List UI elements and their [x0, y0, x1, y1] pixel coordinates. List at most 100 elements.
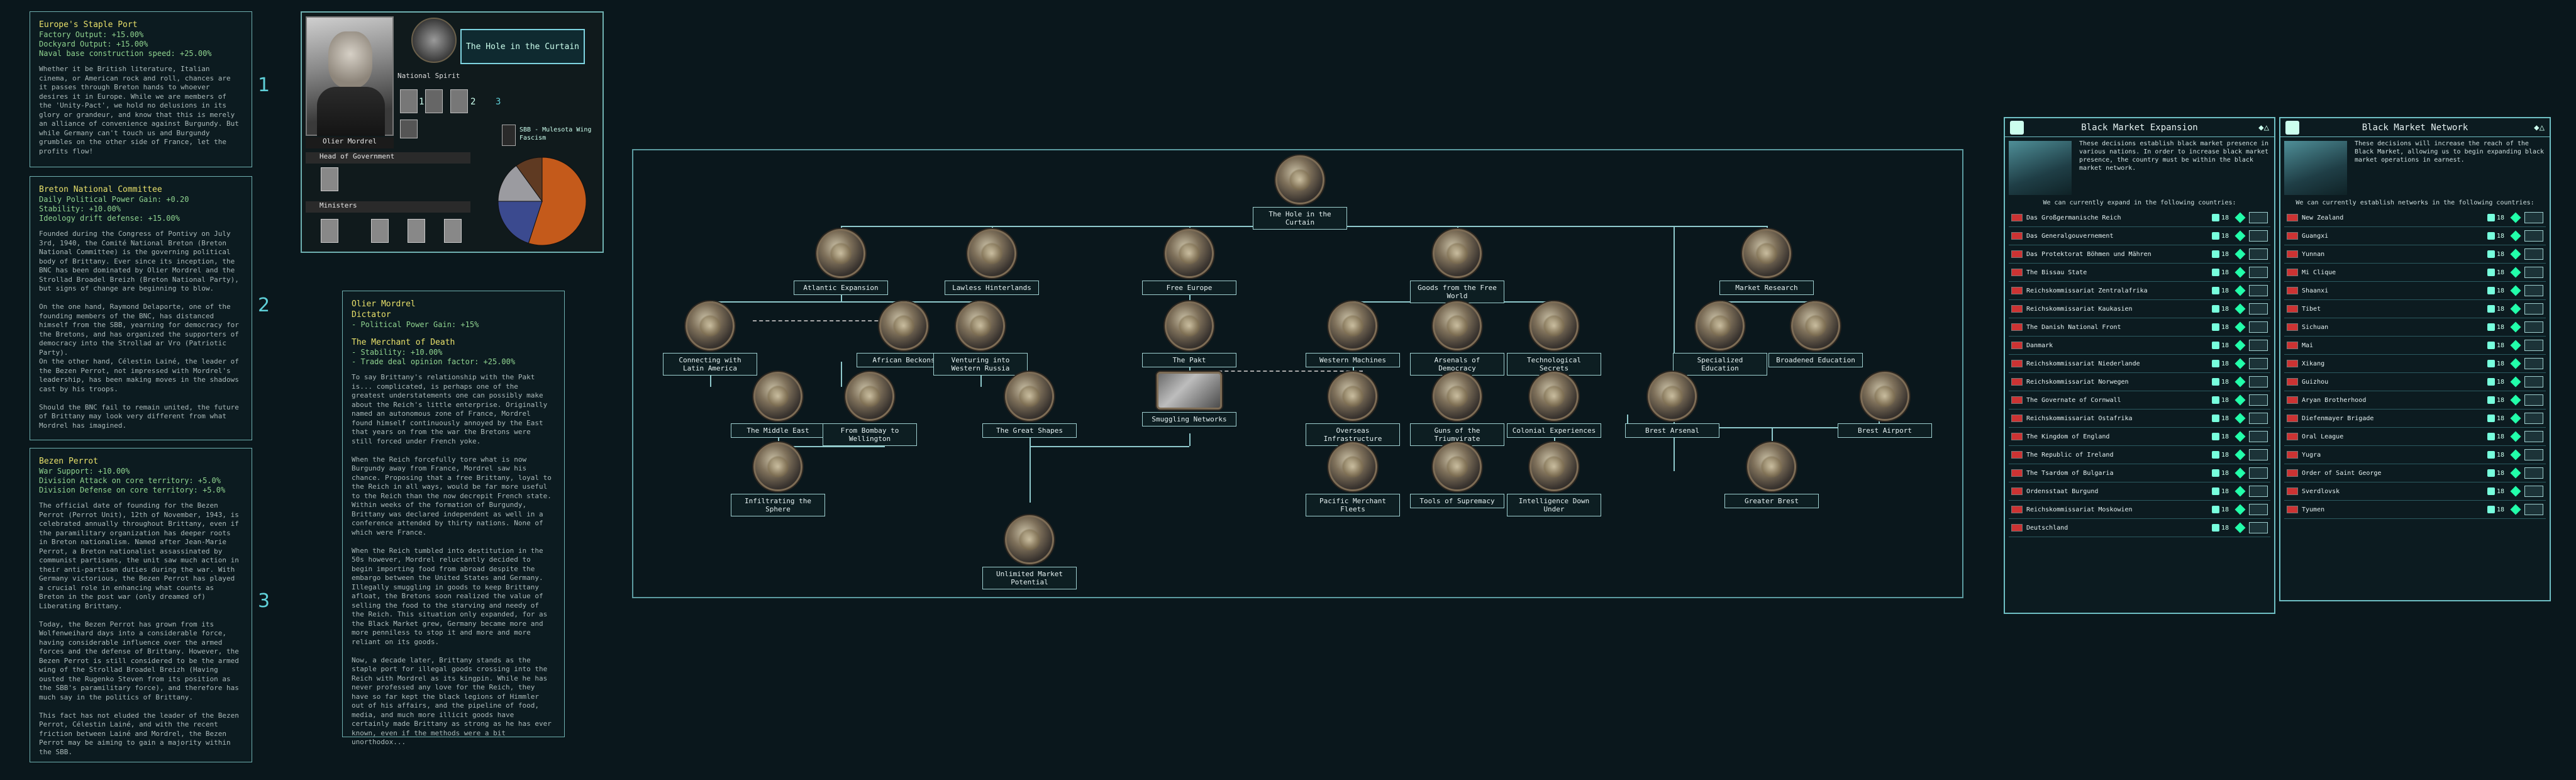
take-decision-button[interactable] [2524, 449, 2543, 460]
take-decision-button[interactable] [2524, 358, 2543, 369]
take-decision-button[interactable] [2249, 358, 2268, 369]
focus-the-pakt[interactable]: The Pakt [1142, 301, 1236, 367]
focus-arsenals-of-democracy[interactable]: Arsenals of Democracy [1410, 301, 1504, 376]
focus-smuggling-networks[interactable]: Smuggling Networks [1142, 372, 1236, 426]
focus-lawless-hinterlands[interactable]: Lawless Hinterlands [945, 229, 1039, 295]
focus-pacific-merchant-fleets[interactable]: Pacific Merchant Fleets [1306, 442, 1400, 516]
take-decision-button[interactable] [2524, 467, 2543, 479]
take-decision-button[interactable] [2524, 248, 2543, 260]
take-decision-button[interactable] [2249, 431, 2268, 442]
take-decision-button[interactable] [2249, 321, 2268, 333]
focus-brest-arsenal[interactable]: Brest Arsenal [1625, 372, 1719, 438]
take-decision-button[interactable] [2524, 376, 2543, 387]
take-decision-button[interactable] [2524, 431, 2543, 442]
focus-the-middle-east[interactable]: The Middle East [731, 372, 825, 438]
leader-portrait[interactable] [306, 16, 394, 136]
focus-overseas-infrastructure[interactable]: Overseas Infrastructure [1306, 372, 1400, 446]
focus-technological-secrets[interactable]: Technological Secrets [1507, 301, 1601, 376]
focus-intelligence-down-under[interactable]: Intelligence Down Under [1507, 442, 1601, 516]
focus-market-research[interactable]: Market Research [1719, 229, 1814, 295]
focus-connecting-with-latin-america[interactable]: Connecting with Latin America [663, 301, 757, 376]
take-decision-button[interactable] [2249, 449, 2268, 460]
focus-the-great-shapes[interactable]: The Great Shapes [982, 372, 1077, 438]
take-decision-button[interactable] [2524, 321, 2543, 333]
focus-atlantic-expansion[interactable]: Atlantic Expansion [794, 229, 888, 295]
focus-venturing-into-western-russia[interactable]: Venturing into Western Russia [933, 301, 1028, 376]
focus-guns-of-the-triumvirate[interactable]: Guns of the Triumvirate [1410, 372, 1504, 446]
focus-tools-of-supremacy[interactable]: Tools of Supremacy [1410, 442, 1504, 508]
take-decision-button[interactable] [2524, 212, 2543, 223]
focus-greater-brest[interactable]: Greater Brest [1724, 442, 1819, 508]
close-icon[interactable]: ◆△ [2258, 122, 2269, 133]
take-decision-button[interactable] [2249, 486, 2268, 497]
focus-african-beckons[interactable]: African Beckons [857, 301, 951, 367]
focus-western-machines[interactable]: Western Machines [1306, 301, 1400, 367]
current-focus[interactable]: The Hole in the Curtain [460, 29, 585, 64]
take-decision-button[interactable] [2249, 303, 2268, 315]
take-decision-button[interactable] [2524, 285, 2543, 296]
focus-from-bombay-to-wellington[interactable]: From Bombay to Wellington [823, 372, 917, 446]
spirit-icon-2[interactable] [425, 89, 443, 113]
take-decision-button[interactable] [2249, 285, 2268, 296]
focus-specialized-education[interactable]: Specialized Education [1673, 301, 1767, 376]
take-decision-button[interactable] [2524, 303, 2543, 315]
minister-portrait[interactable] [371, 219, 389, 243]
take-decision-button[interactable] [2249, 212, 2268, 223]
take-decision-button[interactable] [2524, 267, 2543, 278]
focus-brest-airport[interactable]: Brest Airport [1838, 372, 1932, 438]
take-decision-button[interactable] [2524, 230, 2543, 242]
party-popularity-pie[interactable] [486, 151, 599, 252]
head-of-government-portrait[interactable] [321, 167, 338, 191]
spirit-icon-3[interactable] [450, 89, 468, 113]
focus-the-hole-in-the-curtain[interactable]: The Hole in the Curtain [1253, 155, 1347, 230]
take-decision-button[interactable] [2249, 340, 2268, 351]
take-decision-button[interactable] [2249, 467, 2268, 479]
take-decision-button[interactable] [2524, 486, 2543, 497]
take-decision-button[interactable] [2524, 504, 2543, 515]
take-decision-button[interactable] [2249, 394, 2268, 406]
take-decision-button[interactable] [2524, 413, 2543, 424]
take-decision-button[interactable] [2249, 267, 2268, 278]
focus-goods-from-the-free-world[interactable]: Goods from the Free World [1410, 229, 1504, 303]
take-decision-button[interactable] [2249, 413, 2268, 424]
take-decision-button[interactable] [2249, 504, 2268, 515]
focus-infiltrating-the-sphere[interactable]: Infiltrating the Sphere [731, 442, 825, 516]
close-icon[interactable]: ◆△ [2534, 122, 2545, 133]
focus-broadened-education[interactable]: Broadened Education [1768, 301, 1863, 367]
focus-icon[interactable] [411, 18, 457, 63]
spirit-icon-1[interactable] [400, 89, 418, 113]
take-decision-button[interactable] [2249, 248, 2268, 260]
take-decision-button[interactable] [2524, 394, 2543, 406]
